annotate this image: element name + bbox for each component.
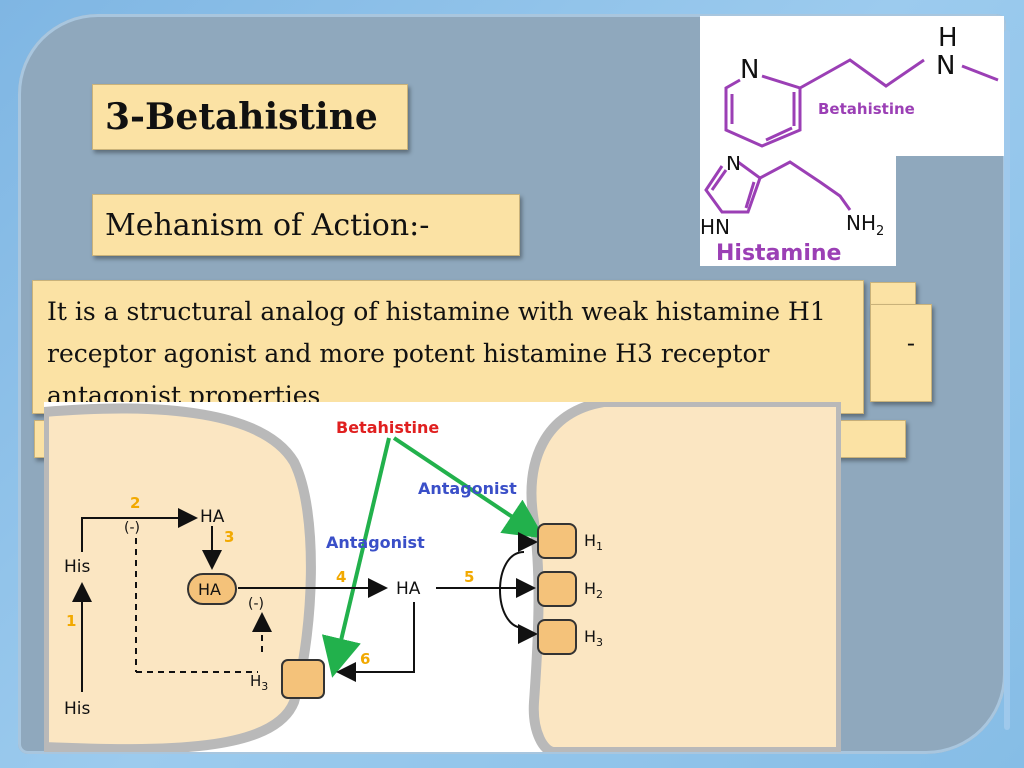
receptor-h1: H1 (537, 523, 603, 559)
h3-presynaptic-label: H3 (250, 672, 268, 693)
description-text: It is a structural analog of histamine w… (47, 297, 826, 410)
histamine-nh2: NH2 (846, 211, 884, 239)
slide-title: 3-Betahistine (92, 84, 408, 150)
step-5: 5 (464, 568, 474, 586)
antagonist-arrow-h3 (321, 437, 391, 678)
betahistine-amine-h: H (938, 23, 958, 53)
ha-vesicle-label: HA (198, 580, 221, 599)
step-4: 4 (336, 568, 346, 586)
accent-line (1004, 30, 1010, 730)
histamine-label: Histamine (716, 241, 841, 266)
arrow-synthesis (81, 508, 198, 552)
presynaptic-h3-receptor (281, 659, 325, 699)
betahistine-label: Betahistine (818, 100, 915, 118)
overflow-mark: - (906, 329, 915, 357)
his-label-top: His (64, 557, 91, 577)
drug-label: Betahistine (336, 418, 439, 437)
inhibit-label-2: (-) (248, 596, 264, 612)
betahistine-amine-n: N (936, 51, 955, 81)
step-1: 1 (66, 612, 76, 630)
stacked-box-right: - (870, 304, 932, 402)
ha-vesicle (187, 573, 237, 605)
ha-top-label: HA (200, 507, 225, 527)
antagonist-label-top: Antagonist (418, 479, 517, 498)
step-6: 6 (360, 650, 370, 668)
histamine-structure-svg: N HN NH2 Histamine (700, 151, 884, 266)
betahistine-structure-svg: N H N Betahistine (724, 23, 999, 148)
his-label-bottom: His (64, 699, 91, 719)
arrow-autoreceptor (336, 602, 415, 682)
histamine-structure: N HN NH2 Histamine (700, 151, 896, 266)
description-box: It is a structural analog of histamine w… (32, 280, 864, 414)
step-2: 2 (130, 494, 140, 512)
slide-subtitle: Mehanism of Action:- (92, 194, 520, 256)
synapse-diagram: Betahistine Antagonist Antagonist His Hi… (44, 402, 841, 752)
branch-curve (499, 551, 525, 629)
step-3: 3 (224, 528, 234, 546)
ha-cleft-label: HA (396, 579, 421, 599)
betahistine-structure: N H N Betahistine (700, 16, 1004, 156)
receptor-h2-label: H2 (584, 579, 603, 601)
receptor-h3-label: H3 (584, 627, 603, 649)
histamine-hn: HN (700, 215, 730, 239)
receptor-h2: H2 (537, 571, 603, 607)
antagonist-arrow-h1 (392, 436, 545, 539)
presynaptic-terminal (44, 403, 316, 752)
histamine-n: N (726, 156, 741, 175)
synapse-diagram-svg: Betahistine Antagonist Antagonist His Hi… (44, 402, 841, 752)
betahistine-ring-n: N (740, 55, 759, 85)
receptor-h3: H3 (537, 619, 603, 655)
antagonist-label-left: Antagonist (326, 533, 425, 552)
postsynaptic-terminal (526, 402, 841, 752)
receptor-h1-label: H1 (584, 531, 603, 553)
inhibit-label-1: (-) (124, 520, 140, 536)
